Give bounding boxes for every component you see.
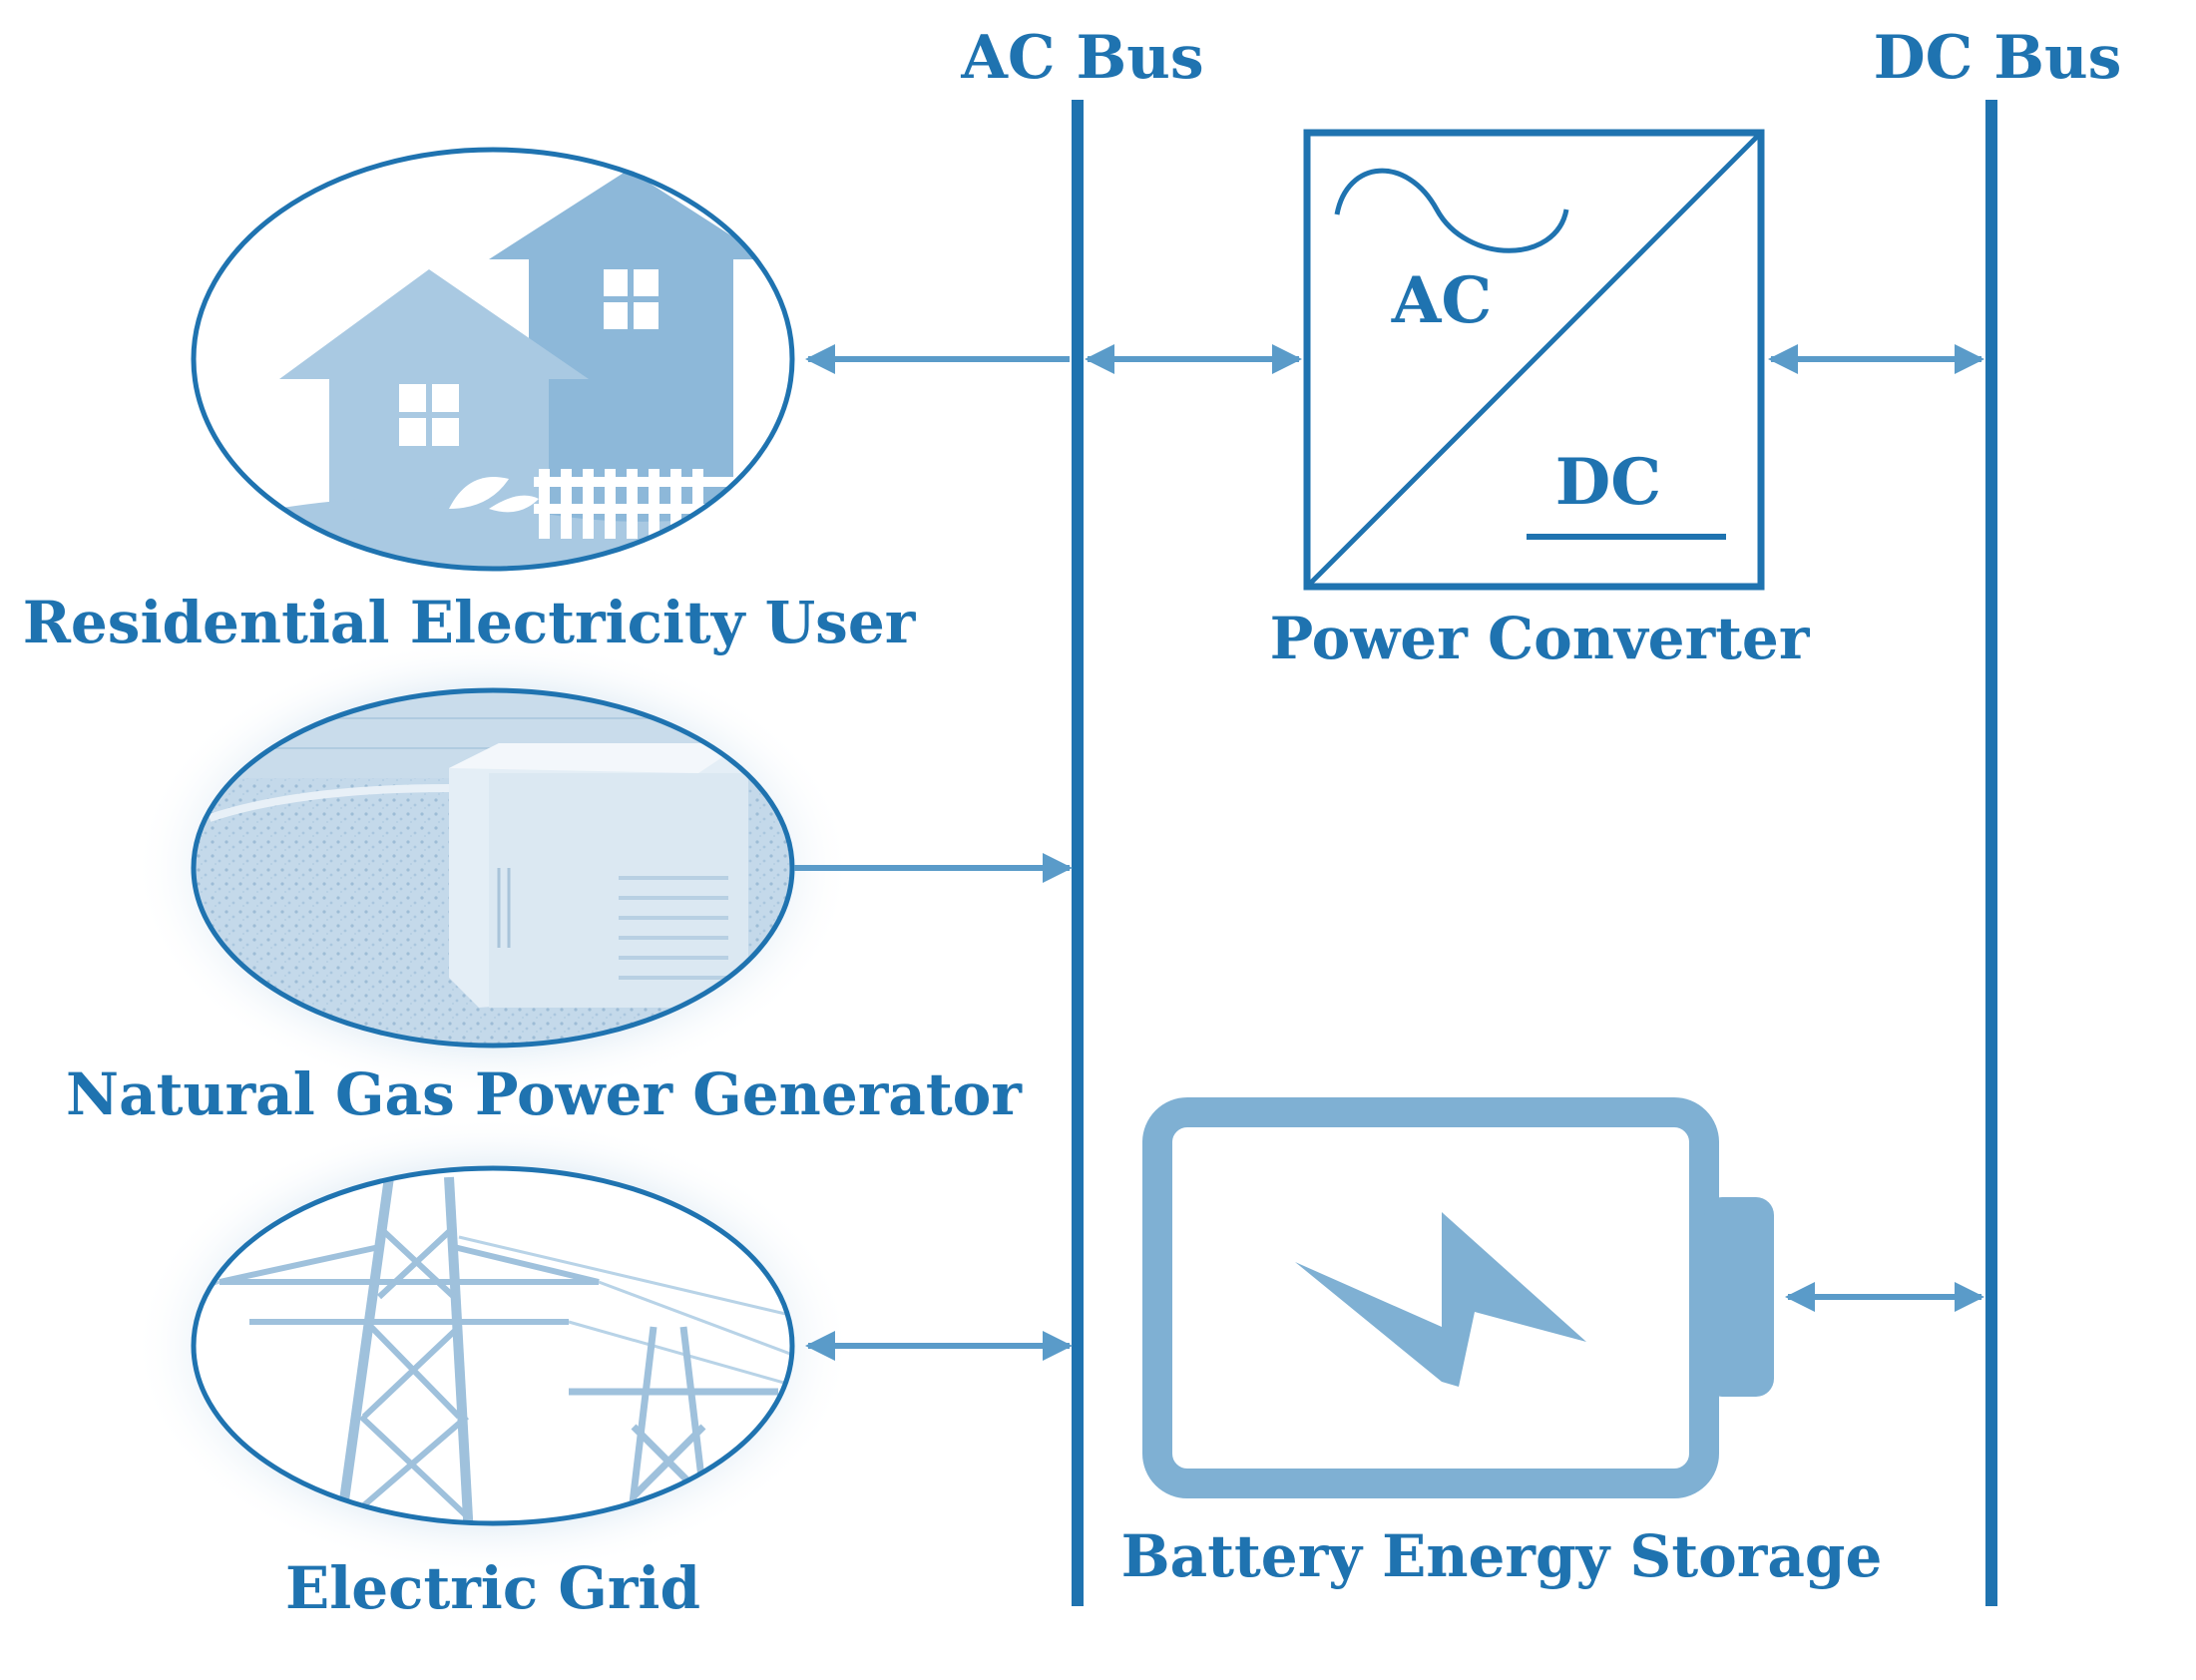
converter-dc-text: DC bbox=[1555, 445, 1661, 520]
power-converter-label: Power Converter bbox=[1270, 605, 1811, 672]
battery-icon bbox=[1142, 1097, 1774, 1498]
ac-bus-label: AC Bus bbox=[960, 23, 1203, 93]
converter-ac-text: AC bbox=[1391, 263, 1493, 338]
lightning-bolt-icon bbox=[1295, 1212, 1586, 1387]
ac-wave-icon bbox=[1334, 168, 1569, 253]
connections bbox=[794, 344, 1984, 1361]
residential-user-node bbox=[191, 147, 795, 572]
battery-storage-label: Battery Energy Storage bbox=[1121, 1522, 1883, 1590]
gas-generator-node bbox=[191, 687, 795, 1049]
gas-generator-label: Natural Gas Power Generator bbox=[66, 1060, 1023, 1128]
dc-bus-label: DC Bus bbox=[1874, 23, 2122, 93]
house-icon bbox=[194, 170, 792, 569]
electric-grid-node bbox=[191, 1165, 795, 1526]
power-converter-box: AC DC bbox=[1303, 129, 1765, 591]
electric-grid-label: Electric Grid bbox=[285, 1554, 700, 1622]
